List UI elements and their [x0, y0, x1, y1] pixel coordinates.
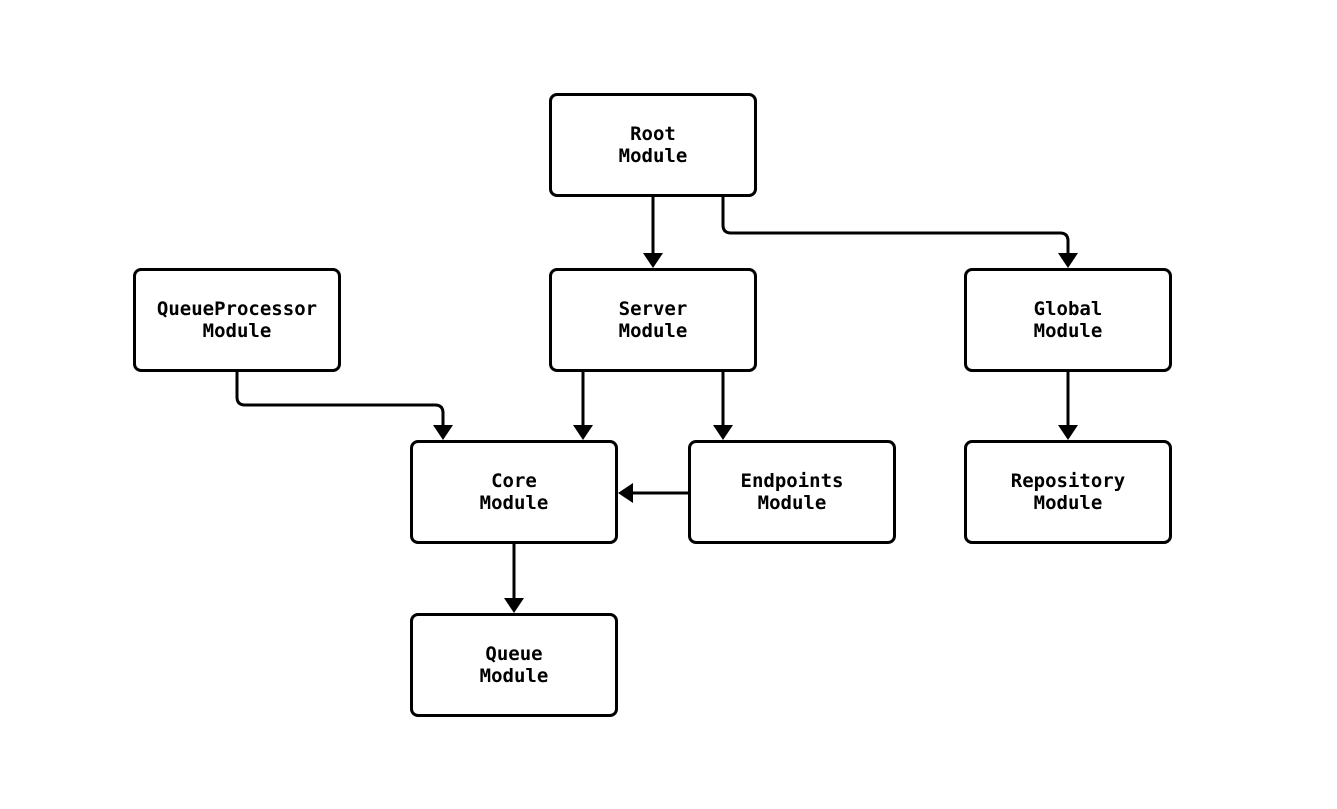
edge-core-queue: [504, 544, 524, 613]
diagram-node-queueprocessor: QueueProcessor Module: [133, 268, 341, 372]
arrowhead-icon: [573, 425, 593, 440]
diagram-node-queue: Queue Module: [410, 613, 618, 717]
arrowhead-icon: [1058, 425, 1078, 440]
edge-server-endpoints: [713, 372, 733, 440]
diagram-node-server: Server Module: [549, 268, 757, 372]
node-label-root: Root Module: [618, 123, 688, 167]
edge-global-repository: [1058, 372, 1078, 440]
diagram-node-global: Global Module: [964, 268, 1172, 372]
node-label-endpoints: Endpoints Module: [740, 470, 844, 514]
node-label-global: Global Module: [1033, 298, 1103, 342]
node-label-queue: Queue Module: [479, 643, 549, 687]
edge-line: [721, 197, 1070, 254]
arrowhead-icon: [1058, 253, 1078, 268]
edge-server-core: [573, 372, 593, 440]
diagram-node-endpoints: Endpoints Module: [688, 440, 896, 544]
arrowhead-icon: [713, 425, 733, 440]
edge-line: [235, 372, 445, 426]
arrowhead-icon: [643, 253, 663, 268]
node-label-repository: Repository Module: [1010, 470, 1126, 514]
node-label-queueprocessor: QueueProcessor Module: [156, 298, 318, 342]
edge-queueprocessor-core: [235, 372, 453, 440]
node-label-core: Core Module: [479, 470, 549, 514]
diagram-node-root: Root Module: [549, 93, 757, 197]
diagram-node-core: Core Module: [410, 440, 618, 544]
edge-endpoints-core: [618, 483, 688, 503]
arrowhead-icon: [618, 483, 633, 503]
edge-root-global: [721, 197, 1078, 268]
diagram-node-repository: Repository Module: [964, 440, 1172, 544]
edge-root-server: [643, 197, 663, 268]
node-label-server: Server Module: [618, 298, 688, 342]
arrowhead-icon: [433, 425, 453, 440]
arrowhead-icon: [504, 598, 524, 613]
